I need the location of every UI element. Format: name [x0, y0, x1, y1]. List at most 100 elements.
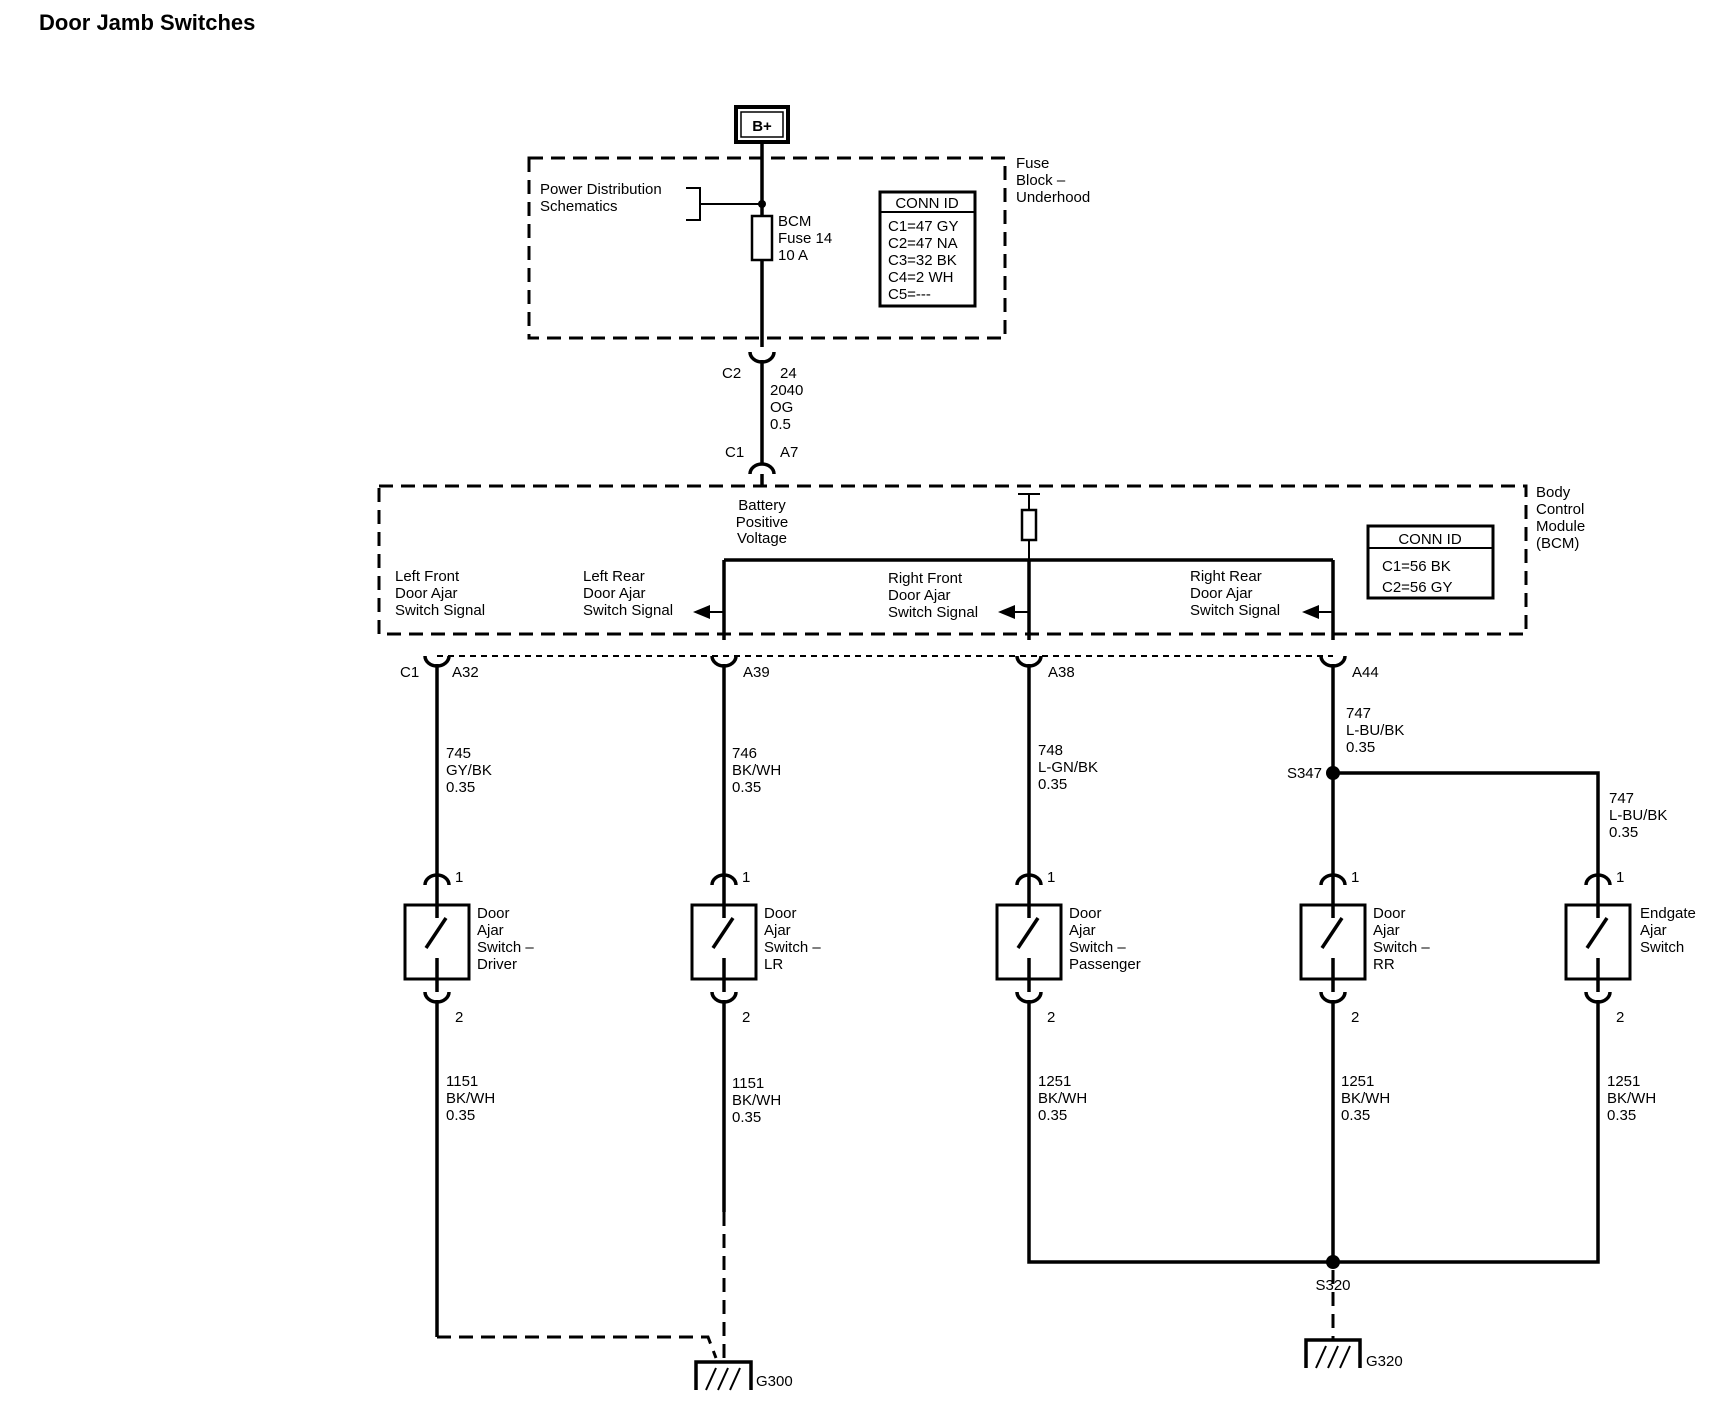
signal-right-front: Right Front Door Ajar Switch Signal [888, 570, 1029, 621]
bcm-c1-label: C1 [400, 664, 419, 681]
svg-text:CONN ID: CONN ID [1398, 531, 1462, 548]
svg-text:Ajar: Ajar [764, 922, 791, 939]
svg-text:0.35: 0.35 [1609, 824, 1638, 841]
ground-wire-1151-lr-label: 1151 BK/WH 0.35 [732, 1075, 781, 1126]
bcm-fuse-14: BCM Fuse 14 10 A [750, 213, 832, 264]
svg-text:Ajar: Ajar [477, 922, 504, 939]
svg-text:Passenger: Passenger [1069, 956, 1141, 973]
svg-text:Switch: Switch [1640, 939, 1684, 956]
svg-text:L-BU/BK: L-BU/BK [1346, 722, 1404, 739]
fuse-block-conn-id-table: CONN ID C1=47 GY C2=47 NA C3=32 BK C4=2 … [878, 190, 977, 308]
svg-text:Left Rear: Left Rear [583, 568, 645, 585]
svg-text:C3=32 BK: C3=32 BK [888, 252, 957, 269]
svg-text:2: 2 [742, 1009, 750, 1026]
svg-text:746: 746 [732, 745, 757, 762]
svg-text:L-BU/BK: L-BU/BK [1609, 807, 1667, 824]
svg-text:10 A: 10 A [778, 247, 808, 264]
signal-right-rear: Right Rear Door Ajar Switch Signal [1190, 568, 1333, 619]
wire-748-label: 748 L-GN/BK 0.35 [1038, 742, 1098, 793]
splice-s347-label: S347 [1287, 765, 1322, 782]
svg-text:Driver: Driver [477, 956, 517, 973]
connector-c2-24: C2 24 [722, 351, 797, 382]
svg-text:1151: 1151 [446, 1073, 478, 1090]
battery-label: B+ [752, 118, 772, 135]
power-distribution-reference: Power Distribution Schematics [540, 181, 766, 221]
svg-text:24: 24 [780, 365, 797, 382]
svg-text:0.35: 0.35 [1038, 776, 1067, 793]
splice-s347 [1326, 766, 1340, 780]
svg-text:G300: G300 [756, 1373, 793, 1390]
svg-text:2: 2 [1047, 1009, 1055, 1026]
wire-747-rr-label: 747 L-BU/BK 0.35 [1346, 705, 1404, 756]
svg-text:1151: 1151 [732, 1075, 764, 1092]
svg-text:Module: Module [1536, 518, 1585, 535]
svg-text:2: 2 [1616, 1009, 1624, 1026]
battery-source: B+ [734, 105, 790, 144]
svg-text:C2=47 NA: C2=47 NA [888, 235, 958, 252]
svg-text:C1=47 GY: C1=47 GY [888, 218, 958, 235]
svg-text:Switch Signal: Switch Signal [395, 602, 485, 619]
svg-text:Ajar: Ajar [1640, 922, 1667, 939]
svg-text:RR: RR [1373, 956, 1395, 973]
svg-text:BCM: BCM [778, 213, 811, 230]
svg-text:2: 2 [1351, 1009, 1359, 1026]
svg-text:BK/WH: BK/WH [1607, 1090, 1656, 1107]
svg-text:747: 747 [1609, 790, 1634, 807]
ground-g300: G300 [694, 1360, 793, 1391]
svg-text:Block –: Block – [1016, 172, 1066, 189]
connector-a32: A32 [423, 655, 479, 681]
svg-text:0.35: 0.35 [732, 1109, 761, 1126]
svg-text:745: 745 [446, 745, 471, 762]
svg-text:Power Distribution: Power Distribution [540, 181, 662, 198]
svg-text:Body: Body [1536, 484, 1571, 501]
svg-text:C5=---: C5=--- [888, 286, 931, 303]
splice-s320-label: S320 [1315, 1277, 1350, 1294]
endgate-ajar-switch: 1 2 Endgate Ajar Switch [1564, 869, 1696, 1026]
fuse-block-outline [527, 156, 1007, 340]
bcm-conn-id-table: CONN ID C1=56 BK C2=56 GY [1366, 524, 1495, 600]
svg-text:GY/BK: GY/BK [446, 762, 492, 779]
svg-text:Ajar: Ajar [1373, 922, 1400, 939]
svg-text:A32: A32 [452, 664, 479, 681]
svg-text:L-GN/BK: L-GN/BK [1038, 759, 1098, 776]
connector-c1-a7: C1 A7 [725, 444, 798, 475]
svg-text:A7: A7 [780, 444, 798, 461]
door-ajar-switch-driver: 1 2 Door Ajar Switch – Driver [403, 869, 534, 1026]
svg-text:0.35: 0.35 [1607, 1107, 1636, 1124]
svg-text:Door: Door [477, 905, 510, 922]
battery-positive-voltage-label: Battery Positive Voltage [736, 497, 789, 547]
ground-wire-1251-rr-label: 1251 BK/WH 0.35 [1341, 1073, 1390, 1124]
svg-text:Schematics: Schematics [540, 198, 618, 215]
svg-text:Left Front: Left Front [395, 568, 460, 585]
ground-bus-1251 [1027, 1000, 1600, 1264]
wire-747-endgate-label: 747 L-BU/BK 0.35 [1609, 790, 1667, 841]
svg-text:1: 1 [742, 869, 750, 886]
svg-text:1251: 1251 [1607, 1073, 1640, 1090]
svg-text:748: 748 [1038, 742, 1063, 759]
connector-a39: A39 [710, 655, 770, 681]
svg-text:1: 1 [1351, 869, 1359, 886]
svg-text:BK/WH: BK/WH [732, 1092, 781, 1109]
svg-text:Fuse: Fuse [1016, 155, 1049, 172]
svg-text:Switch Signal: Switch Signal [1190, 602, 1280, 619]
svg-text:0.35: 0.35 [1341, 1107, 1370, 1124]
svg-text:Door: Door [1373, 905, 1406, 922]
ground-link-driver [437, 1335, 718, 1359]
ground-wire-1151-driver-label: 1151 BK/WH 0.35 [446, 1073, 495, 1124]
svg-text:Ajar: Ajar [1069, 922, 1096, 939]
svg-text:A44: A44 [1352, 664, 1379, 681]
svg-text:Switch –: Switch – [1069, 939, 1126, 956]
svg-text:Battery: Battery [738, 497, 786, 514]
svg-text:0.35: 0.35 [732, 779, 761, 796]
svg-text:CONN ID: CONN ID [895, 195, 959, 212]
connector-a44: A44 [1319, 655, 1379, 681]
svg-text:Switch Signal: Switch Signal [888, 604, 978, 621]
svg-text:747: 747 [1346, 705, 1371, 722]
connector-a38: A38 [1015, 655, 1075, 681]
door-ajar-switch-rr: 1 2 Door Ajar Switch – RR [1299, 869, 1430, 1026]
wire-745-label: 745 GY/BK 0.35 [446, 745, 492, 796]
svg-text:C4=2 WH: C4=2 WH [888, 269, 953, 286]
svg-text:A38: A38 [1048, 664, 1075, 681]
svg-text:(BCM): (BCM) [1536, 535, 1579, 552]
